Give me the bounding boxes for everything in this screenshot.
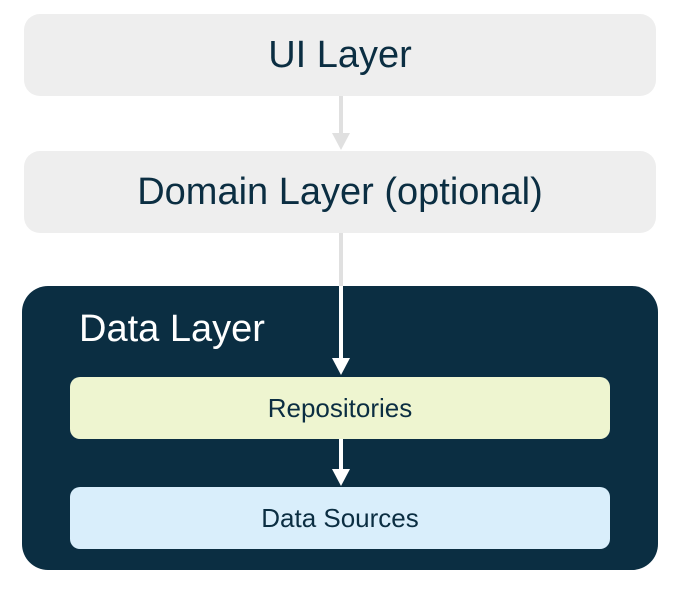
ui-layer-label: UI Layer bbox=[268, 33, 412, 76]
arrow-ui-to-domain bbox=[332, 96, 350, 150]
data-sources-label: Data Sources bbox=[261, 502, 419, 533]
domain-layer-label: Domain Layer (optional) bbox=[137, 170, 543, 213]
domain-layer-box: Domain Layer (optional) bbox=[24, 151, 656, 233]
data-layer-label: Data Layer bbox=[79, 308, 265, 350]
data-sources-box: Data Sources bbox=[70, 487, 610, 549]
arrow-ui-to-domain-head bbox=[332, 133, 350, 150]
repositories-label: Repositories bbox=[267, 392, 413, 423]
data-layer-box: Data Layer Repositories Data Sources bbox=[22, 286, 658, 570]
ui-layer-box: UI Layer bbox=[24, 14, 656, 96]
repositories-box: Repositories bbox=[70, 377, 610, 439]
